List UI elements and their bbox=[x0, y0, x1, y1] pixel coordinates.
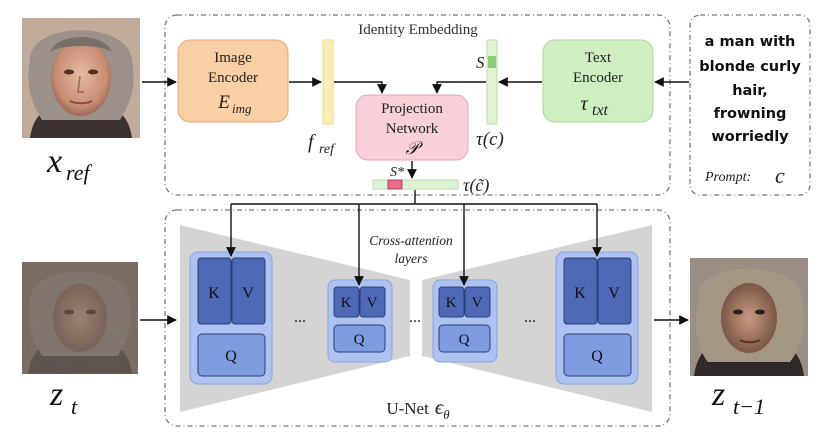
z-t-label-sub: t bbox=[71, 394, 78, 419]
tau-c-tilde-bar bbox=[372, 179, 459, 190]
ellipsis: ... bbox=[524, 309, 536, 326]
tau-c-feature-bar bbox=[486, 39, 498, 125]
prompt-line: a man with bbox=[705, 34, 796, 50]
q-label: Q bbox=[225, 348, 237, 365]
s-star-label: S* bbox=[390, 165, 404, 180]
ellipsis: ... bbox=[294, 309, 306, 326]
prompt-line: worriedly bbox=[711, 129, 789, 145]
arrow-fref-to-projection bbox=[334, 81, 387, 94]
q-block bbox=[438, 324, 491, 353]
cross-attention-label-1: Cross-attention bbox=[369, 233, 453, 248]
identity-embedding-title: Identity Embedding bbox=[358, 22, 478, 38]
cross-attention-label-2: layers bbox=[395, 251, 428, 266]
k-block bbox=[333, 286, 360, 318]
x-ref-label-sub: ref bbox=[66, 160, 93, 185]
text-encoder-symbol: τ bbox=[580, 91, 589, 115]
x-ref-label: x bbox=[46, 143, 62, 180]
unet-box bbox=[164, 209, 671, 427]
q-label: Q bbox=[459, 332, 470, 348]
text-encoder-symbol-sub: txt bbox=[592, 102, 609, 119]
identity-embedding-box bbox=[164, 14, 671, 196]
s-star-token-mark bbox=[387, 179, 403, 190]
k-label: K bbox=[341, 295, 352, 311]
v-block bbox=[231, 257, 266, 325]
tau-c-tilde-label: τ(c̃) bbox=[463, 175, 489, 196]
image-encoder-box bbox=[177, 39, 289, 123]
output-face-image bbox=[690, 258, 808, 376]
text-encoder-label-1: Text bbox=[585, 50, 612, 66]
prompt-line: hair, bbox=[732, 83, 768, 99]
prompt-box bbox=[689, 14, 811, 196]
f-ref-label-sub: ref bbox=[319, 142, 336, 157]
v-label: V bbox=[608, 285, 620, 302]
text-encoder-label-2: Encoder bbox=[573, 70, 623, 86]
prompt-line: blonde curly bbox=[699, 59, 801, 75]
v-block bbox=[464, 286, 491, 318]
z-t-label: z bbox=[49, 376, 63, 413]
v-block bbox=[359, 286, 386, 318]
k-label: K bbox=[574, 285, 586, 302]
attention-block-left: K V Q bbox=[189, 251, 273, 385]
q-block bbox=[197, 333, 266, 377]
projection-label-1: Projection bbox=[381, 101, 443, 117]
f-ref-feature-bar bbox=[322, 39, 334, 125]
reference-face-image bbox=[22, 18, 140, 138]
attention-block-right: K V Q bbox=[555, 251, 639, 385]
noisy-face-image bbox=[22, 262, 138, 374]
image-encoder-symbol-sub: img bbox=[232, 101, 252, 116]
image-encoder-label-1: Image bbox=[214, 50, 252, 66]
q-block bbox=[563, 333, 632, 377]
projection-label-2: Network bbox=[386, 121, 439, 137]
f-ref-label: f bbox=[308, 131, 316, 153]
v-label: V bbox=[367, 295, 378, 311]
image-encoder-label-2: Encoder bbox=[208, 70, 258, 86]
attention-block-mid-right: K V Q bbox=[432, 279, 498, 363]
v-label: V bbox=[242, 285, 254, 302]
tau-c-label: τ(c) bbox=[476, 129, 504, 150]
projection-network-box bbox=[355, 94, 469, 161]
z-t1-label-sub: t−1 bbox=[733, 394, 765, 419]
prompt-label: Prompt: bbox=[704, 170, 751, 185]
k-block bbox=[197, 257, 232, 325]
arrow-tauc-to-projection bbox=[432, 81, 486, 94]
text-encoder-box bbox=[542, 39, 654, 123]
v-block bbox=[597, 257, 632, 325]
v-label: V bbox=[472, 295, 483, 311]
attention-block-mid-left: K V Q bbox=[327, 279, 393, 363]
k-block bbox=[563, 257, 598, 325]
image-encoder-symbol: E bbox=[217, 92, 230, 113]
q-label: Q bbox=[591, 348, 603, 365]
q-label: Q bbox=[354, 332, 365, 348]
prompt-line: frowning bbox=[714, 106, 787, 122]
s-token-mark bbox=[488, 56, 496, 68]
prompt-text: a man with blonde curly hair, frowning w… bbox=[699, 34, 801, 145]
k-block bbox=[438, 286, 465, 318]
k-label: K bbox=[208, 285, 220, 302]
k-label: K bbox=[446, 295, 457, 311]
q-block bbox=[333, 324, 386, 353]
z-t1-label: z bbox=[711, 376, 725, 413]
s-label: S bbox=[476, 53, 485, 72]
prompt-symbol: c bbox=[775, 163, 785, 188]
ellipsis: ... bbox=[409, 309, 421, 326]
